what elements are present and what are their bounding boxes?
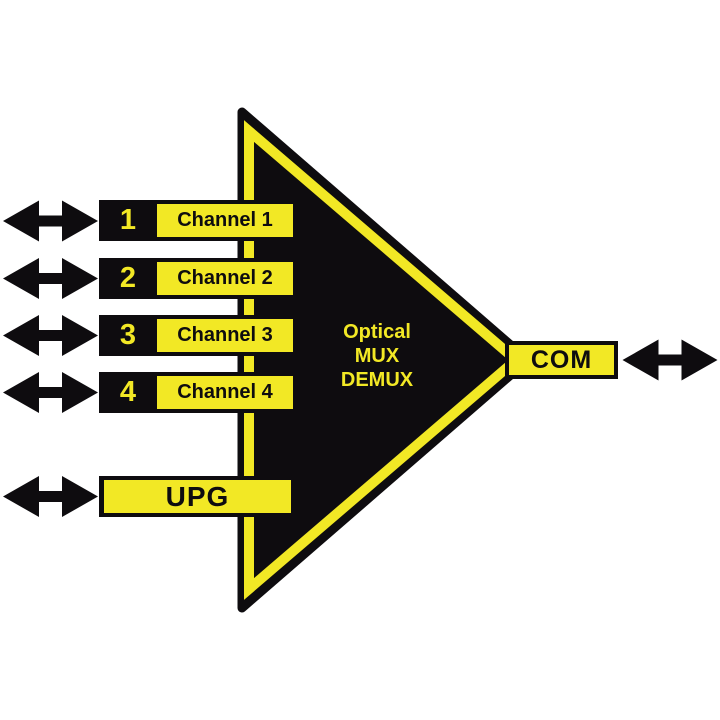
channel-4-port-number: 4	[119, 376, 137, 408]
upg-port-label: UPG	[104, 480, 291, 513]
com-port-box: COM	[505, 341, 618, 379]
device-label: Optical MUX DEMUX	[307, 320, 447, 392]
channel-1-label: Channel 1	[157, 204, 293, 237]
device-label-line-3: DEMUX	[340, 369, 414, 391]
channel-2-port-number: 2	[119, 262, 137, 294]
channel-4-label: Channel 4	[157, 376, 293, 409]
channel-row-4: 4 Channel 4	[99, 372, 293, 413]
channel-row-1: 1 Channel 1	[99, 200, 293, 241]
bidirectional-arrow-icon-upg	[3, 476, 98, 517]
channel-2-label: Channel 2	[157, 262, 293, 295]
mux-triangle-body	[237, 107, 533, 613]
channel-row-3: 3 Channel 3	[99, 315, 293, 356]
channel-row-2: 2 Channel 2	[99, 258, 293, 299]
device-label-line-2: MUX	[354, 345, 400, 367]
channel-1-port-number: 1	[119, 204, 137, 236]
com-port-label: COM	[509, 345, 614, 375]
bidirectional-arrow-icon-channel-3	[3, 315, 98, 356]
bidirectional-arrow-icon-channel-4	[3, 372, 98, 413]
channel-3-port-number: 3	[119, 319, 137, 351]
channel-3-label: Channel 3	[157, 319, 293, 352]
bidirectional-arrow-icon-com	[622, 339, 718, 381]
bidirectional-arrow-icon-channel-2	[3, 258, 98, 299]
bidirectional-arrow-icon-channel-1	[3, 200, 98, 242]
device-label-line-1: Optical	[343, 321, 411, 343]
upg-port-bar: UPG	[99, 476, 294, 517]
mux-triangle-border	[244, 120, 524, 600]
